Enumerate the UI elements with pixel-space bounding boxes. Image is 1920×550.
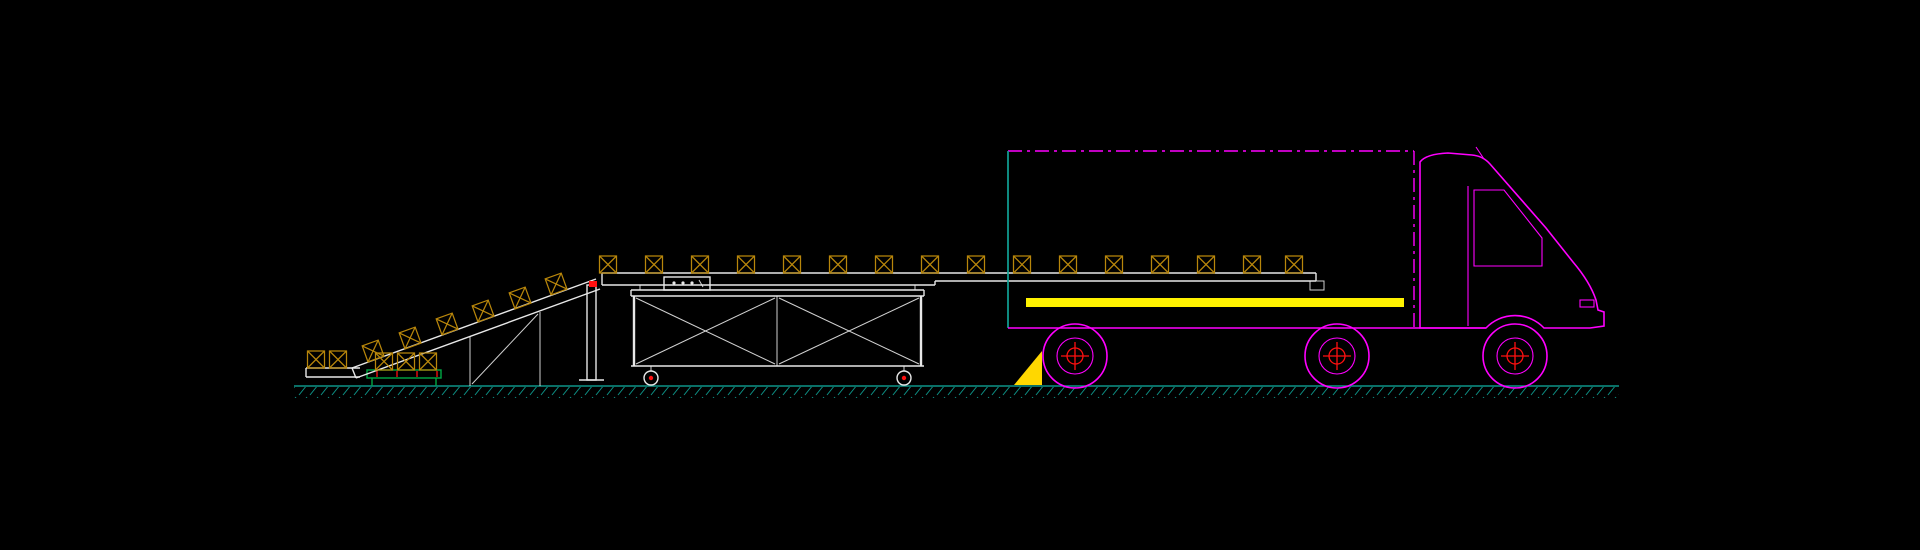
truck-wheel (1042, 323, 1108, 389)
support-post (579, 281, 604, 381)
truck-wheel (1482, 323, 1548, 389)
package-box (1104, 255, 1124, 274)
infeed-conveyor (305, 367, 442, 386)
ground (294, 385, 1619, 398)
package-box (544, 272, 568, 296)
package-box (966, 255, 986, 274)
boom-tip-pulley (1309, 280, 1325, 291)
package-box (396, 352, 416, 371)
incline-legs (469, 312, 541, 386)
package-box (418, 352, 438, 371)
package-box (782, 255, 802, 274)
telescopic-boom (601, 272, 1325, 291)
package-box (1150, 255, 1170, 274)
headlight (1579, 299, 1595, 308)
package-box (306, 350, 326, 369)
truck-wheel (1304, 323, 1370, 389)
package-box (690, 255, 710, 274)
caster-wheel (643, 366, 659, 386)
package-box (471, 299, 495, 323)
roller-marks (376, 371, 438, 377)
package-box (598, 255, 618, 274)
wheels (1042, 323, 1548, 389)
package-box (435, 312, 459, 336)
package-box (1196, 255, 1216, 274)
package-box (920, 255, 940, 274)
package-box (1012, 255, 1032, 274)
ground-hatch (294, 387, 1619, 398)
cross-bracing (635, 297, 920, 365)
package-box (644, 255, 664, 274)
truck (1007, 146, 1605, 389)
package-box (374, 352, 394, 371)
cab-outline (1419, 152, 1605, 329)
post-sensor (589, 281, 597, 287)
package-box (1058, 255, 1078, 274)
wheel-chock (1014, 351, 1042, 385)
packages (306, 255, 1304, 371)
mirror (1475, 146, 1485, 160)
package-box (1284, 255, 1304, 274)
package-box (508, 286, 532, 310)
cab-window (1473, 189, 1543, 267)
caster-wheel (896, 366, 912, 386)
carriage-trolley (630, 285, 925, 386)
package-box (736, 255, 756, 274)
package-box (1242, 255, 1262, 274)
package-box (328, 350, 348, 369)
package-box (828, 255, 848, 274)
side-stripe (1026, 298, 1404, 307)
cab (1419, 146, 1605, 329)
control-box (663, 276, 711, 291)
package-box (874, 255, 894, 274)
infeed-table (366, 369, 442, 386)
cargo-box (1007, 150, 1486, 329)
package-box (398, 326, 422, 350)
